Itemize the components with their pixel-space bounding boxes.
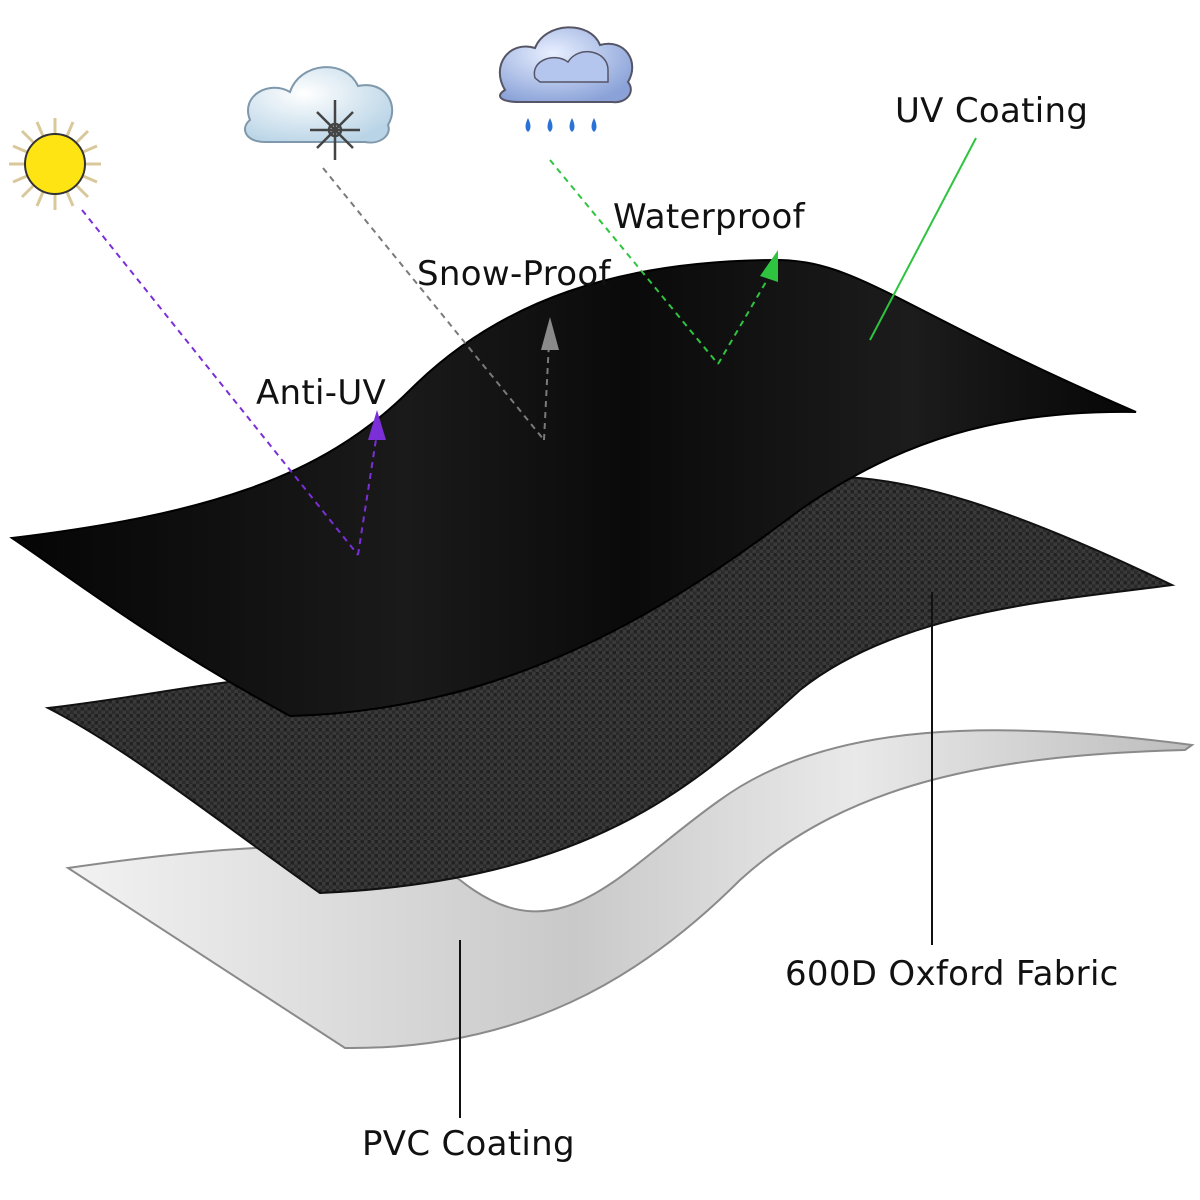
snow-cloud-icon xyxy=(244,66,394,160)
snow-proof-arrowhead xyxy=(541,317,559,350)
uv-coating-layer xyxy=(9,258,1137,718)
snow-proof-label: Snow-Proof xyxy=(417,254,611,294)
sun-icon xyxy=(9,118,101,210)
waterproof-arrowhead xyxy=(760,250,778,282)
snow-proof-arrow xyxy=(322,167,550,441)
waterproof-arrow xyxy=(549,159,771,365)
waterproof-label: Waterproof xyxy=(613,197,806,237)
rain-cloud-icon xyxy=(498,26,634,132)
uv-coating-label: UV Coating xyxy=(895,91,1088,131)
oxford-fabric-label: 600D Oxford Fabric xyxy=(785,954,1119,994)
anti-uv-arrow xyxy=(81,209,378,556)
pvc-coating-label: PVC Coating xyxy=(362,1124,575,1164)
anti-uv-label: Anti-UV xyxy=(256,373,386,413)
uv-coating-pointer xyxy=(869,137,977,341)
anti-uv-arrowhead xyxy=(368,410,386,440)
